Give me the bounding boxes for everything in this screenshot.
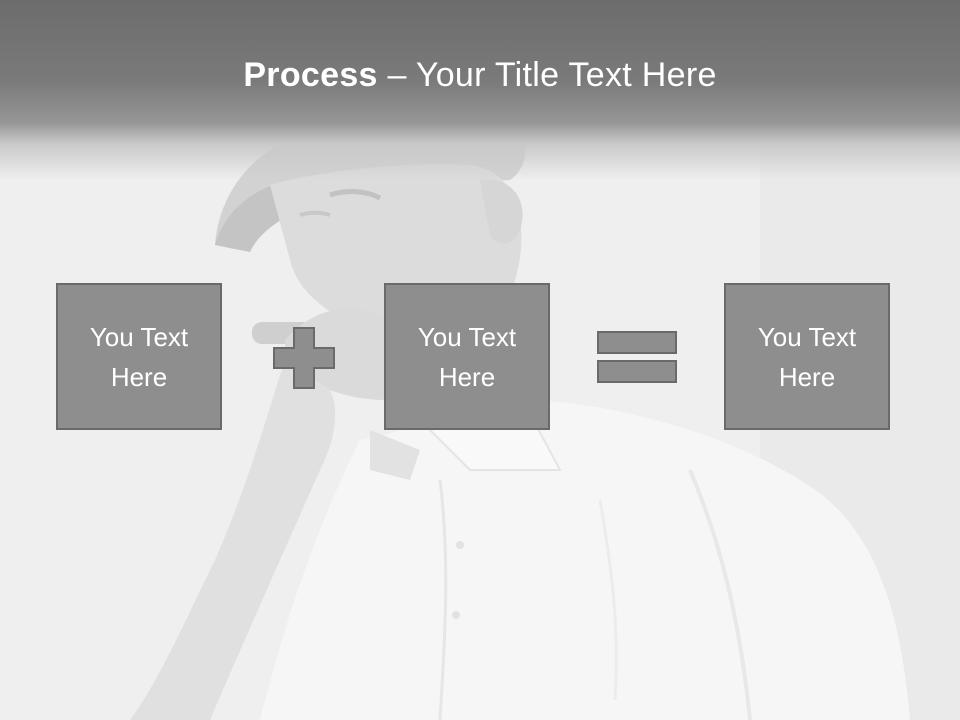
process-box-2[interactable]: You Text Here (384, 283, 550, 430)
process-box-3-label: You Text Here (757, 321, 857, 392)
process-box-1-label: You Text Here (89, 321, 189, 392)
title-bar (0, 0, 960, 180)
plus-icon (273, 327, 335, 389)
title-bold-part: Process (243, 56, 378, 94)
equals-icon (597, 331, 677, 383)
process-box-3[interactable]: You Text Here (724, 283, 890, 430)
title-rest-part: – Your Title Text Here (377, 56, 717, 94)
process-box-2-label: You Text Here (417, 321, 517, 392)
slide-title: Process – Your Title Text Here (0, 52, 960, 98)
process-box-1[interactable]: You Text Here (56, 283, 222, 430)
